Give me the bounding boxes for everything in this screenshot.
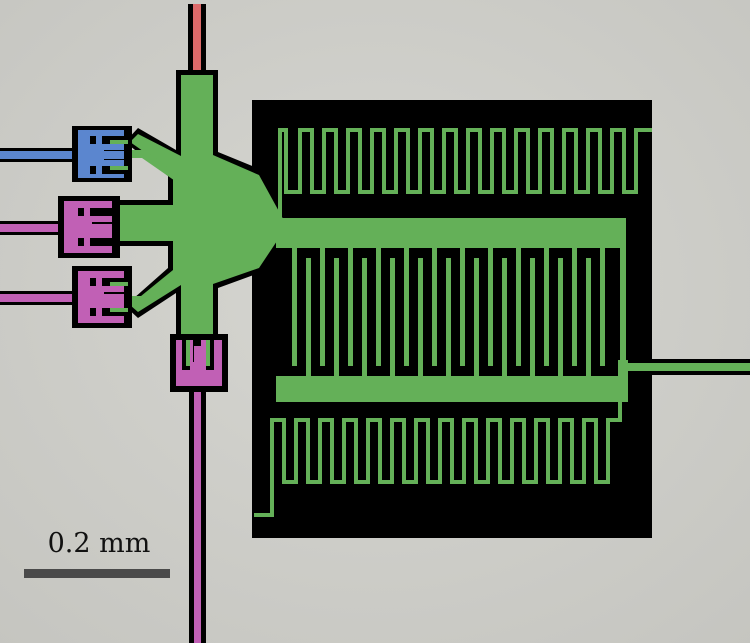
magenta-fork-coupler-bottom [170, 334, 228, 392]
scale-bar-label: 0.2 mm [47, 528, 151, 559]
magenta-fork-coupler-middle [58, 196, 120, 258]
meander-inductor-bottom [254, 402, 622, 517]
left-feedlines [0, 148, 80, 305]
magenta-fork-coupler-lower [72, 266, 132, 328]
red-top-line [193, 4, 201, 94]
magenta-bottom-line [194, 368, 201, 643]
output-line [620, 363, 750, 371]
scale-bar [24, 569, 170, 578]
interdigitated-capacitor [276, 218, 628, 402]
blue-fork-coupler [72, 126, 132, 182]
meander-inductor-top [278, 128, 652, 218]
